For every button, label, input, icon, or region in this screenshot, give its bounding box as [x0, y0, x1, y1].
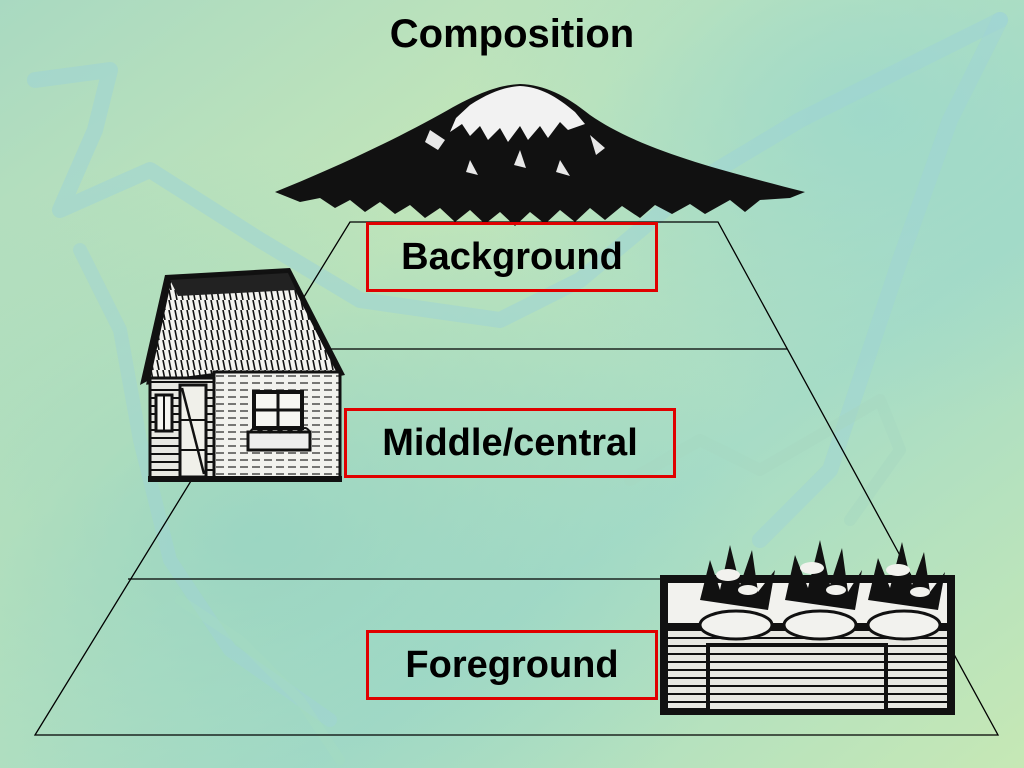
flower-planter-icon: [660, 540, 955, 715]
background-label: Background: [366, 222, 658, 292]
middle-central-label: Middle/central: [344, 408, 676, 478]
decorative-swirls: [27, 12, 1008, 765]
house-icon: [140, 268, 345, 482]
slide-title: Composition: [389, 12, 635, 56]
mountain-icon: [275, 84, 805, 226]
foreground-label: Foreground: [366, 630, 658, 700]
